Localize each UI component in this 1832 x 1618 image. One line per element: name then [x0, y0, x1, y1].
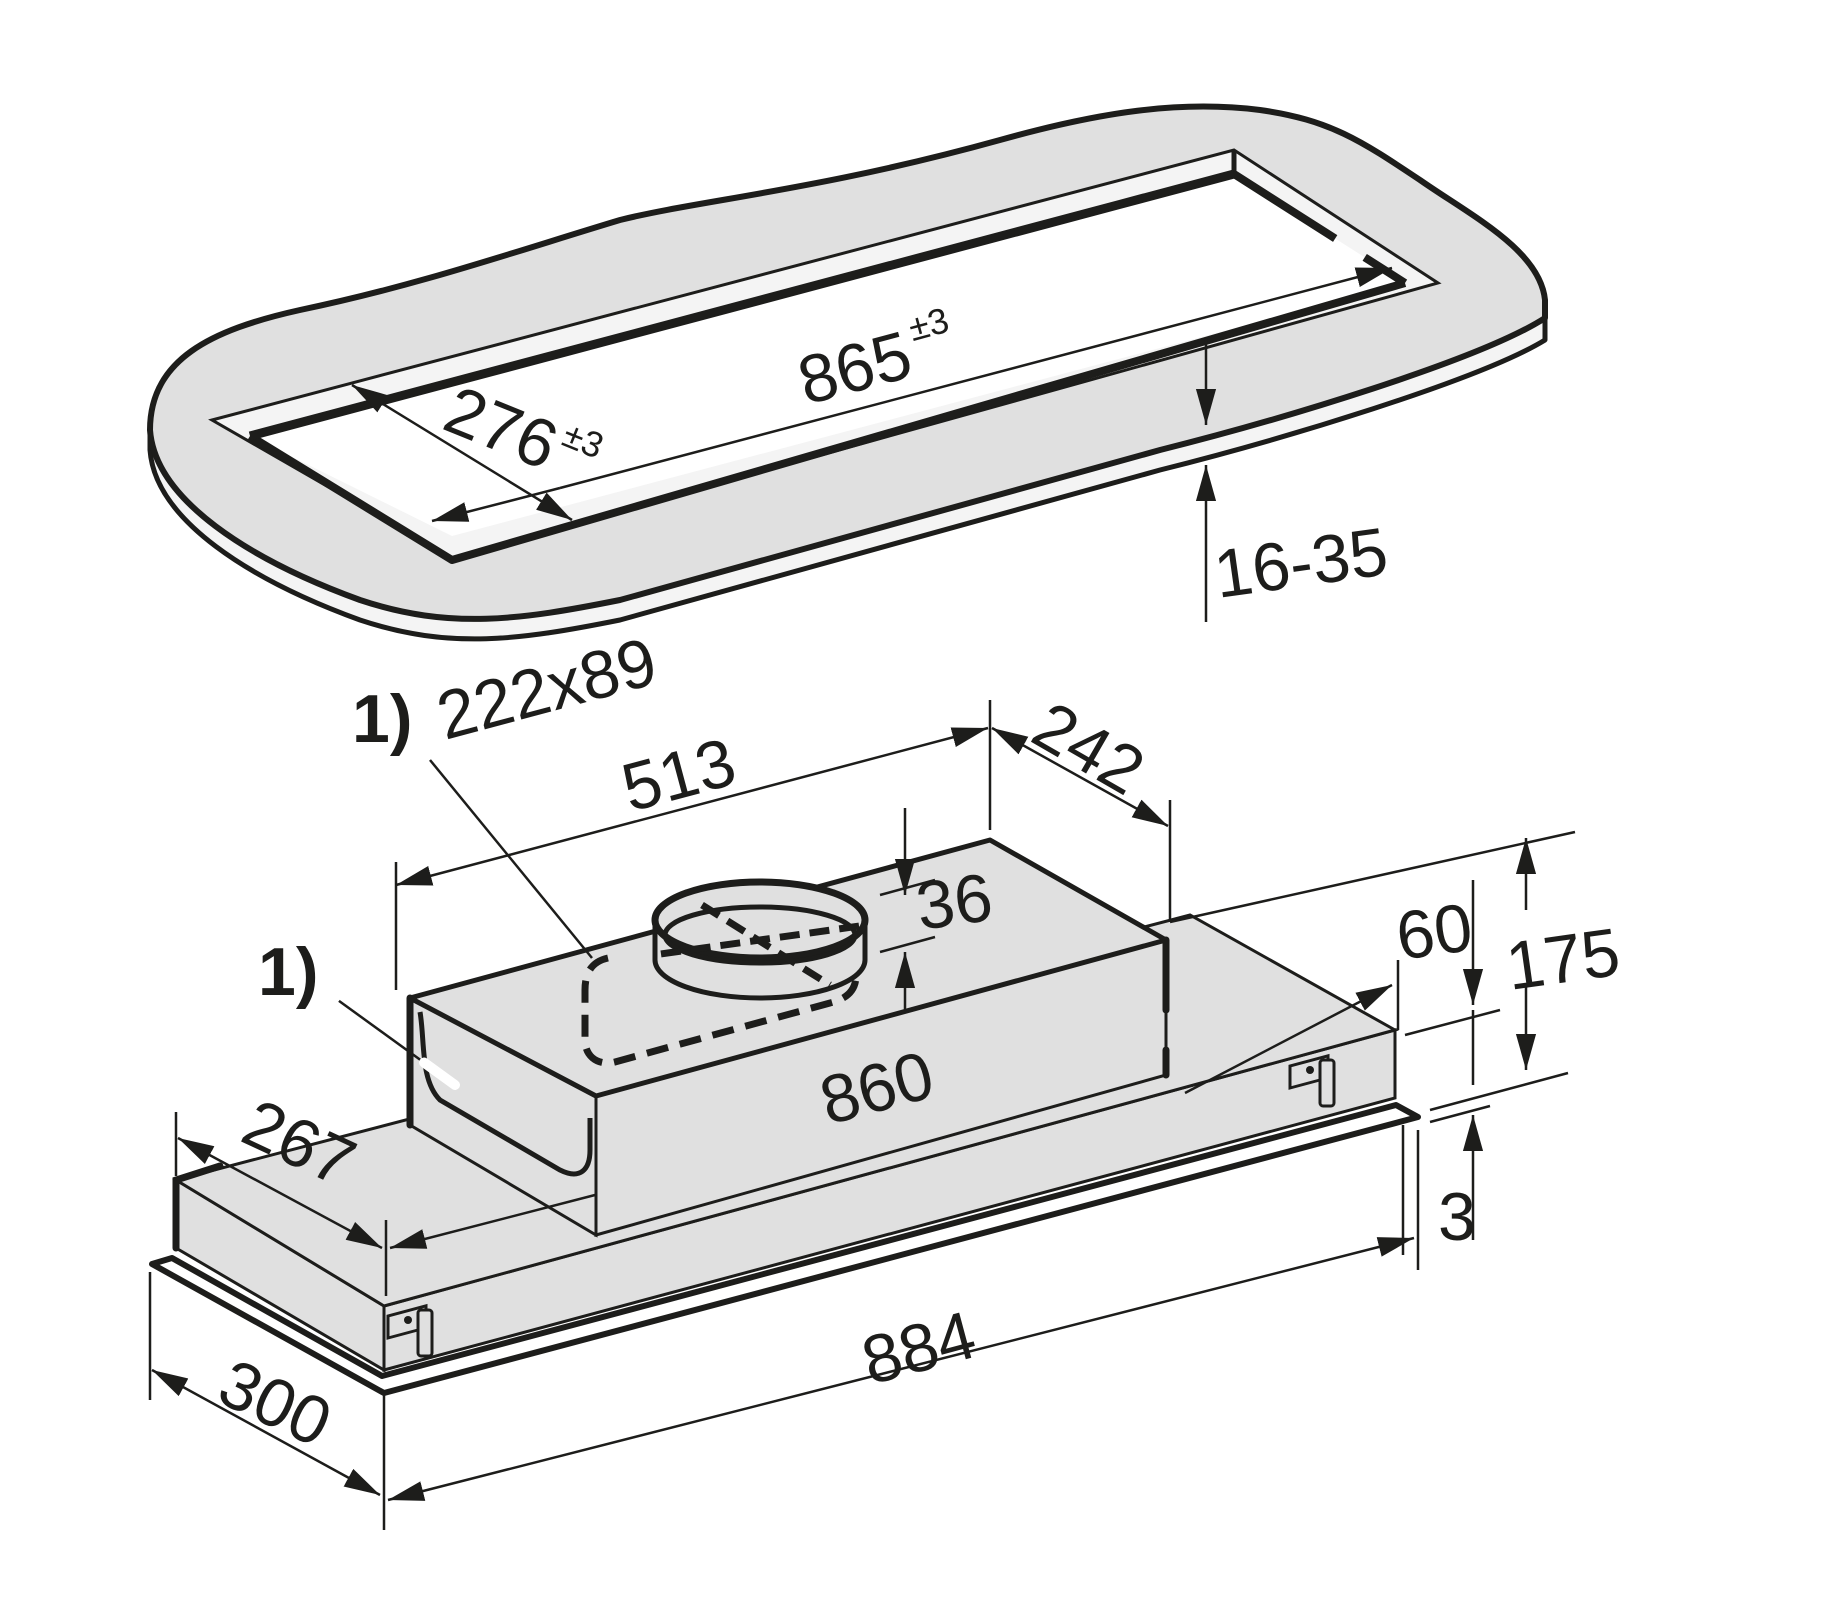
cabinet-panel-with-cutout: 865±3 276±3 16-35: [147, 103, 1548, 642]
hood-unit: 1) 222x89 1) 513 242 36 860 267 60 175 3…: [148, 623, 1625, 1530]
dimension-line-267: [177, 1136, 383, 1250]
mounting-clamp-right: [1288, 1053, 1336, 1108]
dimension-line-242: [991, 726, 1169, 828]
dimension-line-860: [1184, 983, 1393, 1095]
label-513: 513: [614, 724, 743, 827]
round-spigot: [651, 878, 869, 1001]
label-884: 884: [854, 1297, 983, 1400]
label-36: 36: [912, 859, 997, 945]
label-16-35: 16-35: [1210, 513, 1393, 612]
note-marker-top: 1): [352, 681, 412, 757]
dimension-line-865: [559, 266, 1393, 490]
side-outlet-outline: [417, 1011, 593, 1177]
note-marker-side: 1): [258, 934, 318, 1010]
rectangular-outlet-dashed: [581, 954, 860, 1067]
label-300: 300: [208, 1345, 343, 1462]
label-175: 175: [1502, 914, 1625, 1005]
label-222x89: 222x89: [429, 623, 664, 754]
dimension-line-276: [351, 383, 573, 522]
dimension-line-884: [387, 1236, 1415, 1502]
label-3: 3: [1438, 1179, 1476, 1255]
dimension-line-300: [151, 1368, 381, 1497]
label-242: 242: [1021, 687, 1157, 810]
dimension-line-513: [395, 726, 989, 887]
hood-frame-top: [149, 1102, 1421, 1396]
label-60: 60: [1392, 889, 1477, 975]
leader-line-top-note: [429, 759, 593, 959]
